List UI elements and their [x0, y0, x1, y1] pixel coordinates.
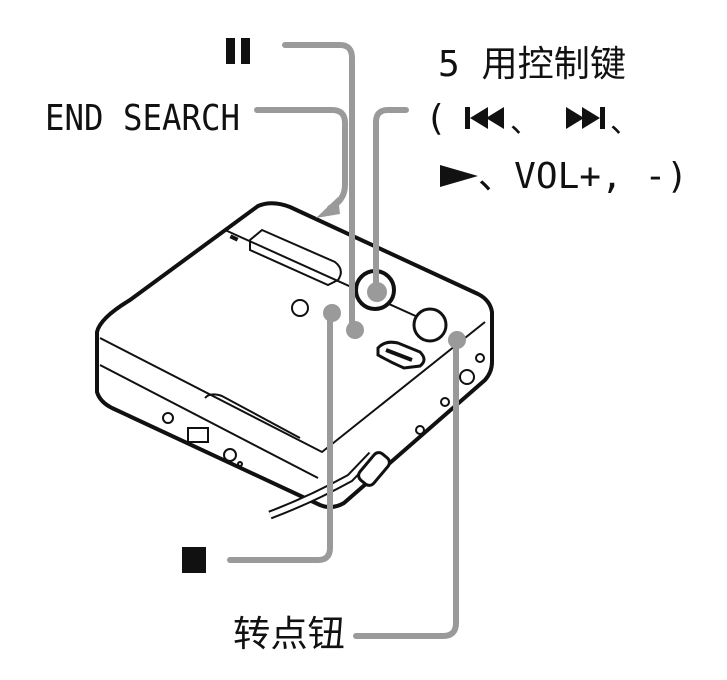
controls-line2-label: 、VOL+, -) [478, 156, 688, 197]
controls-callout-line [373, 107, 409, 293]
end-search-callout-line [254, 107, 348, 211]
controls-open-paren: ( [425, 98, 447, 139]
previous-track-icon [465, 107, 504, 129]
separator: 、 [510, 105, 540, 140]
controls-title-label: 5 用控制键 [438, 44, 626, 85]
jog-callout-line [353, 339, 459, 639]
next-track-icon [566, 107, 605, 129]
stop-callout-line [227, 312, 333, 563]
minidisc-player [95, 201, 494, 520]
jog-dial-label: 转点钮 [233, 614, 345, 655]
jog-dial-button[interactable] [412, 307, 448, 343]
end-search-label: END SEARCH [45, 98, 240, 139]
separator: 、 [610, 105, 640, 140]
pause-icon [226, 38, 250, 64]
button-outline [291, 299, 309, 317]
play-icon [440, 165, 478, 187]
stop-icon [182, 547, 206, 573]
arrow-icon [316, 197, 340, 218]
pause-callout-line [282, 42, 355, 331]
